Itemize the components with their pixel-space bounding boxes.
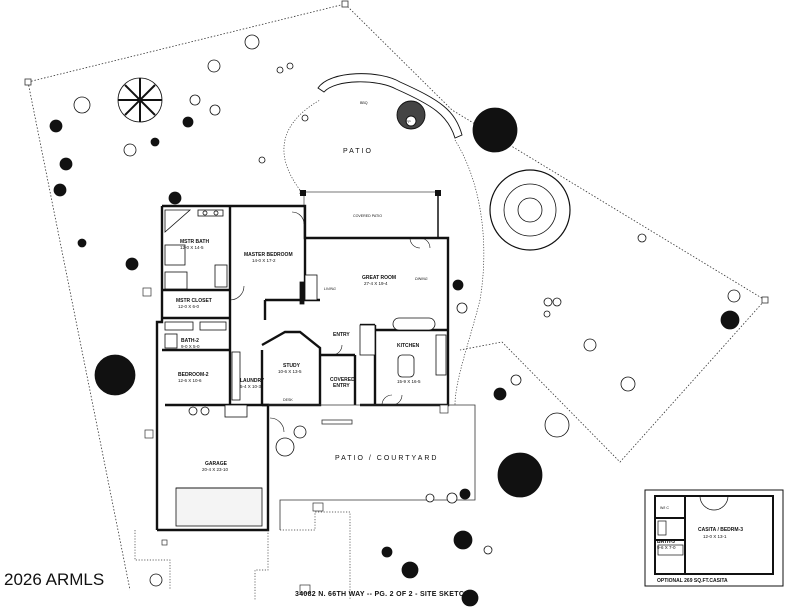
tree-leafy-2 [544, 412, 570, 438]
room-labels: MSTR BATH 12-0 X 14-5 MASTER BEDROOM 14-… [176, 239, 428, 472]
master-bath-label: MSTR BATH [180, 239, 209, 245]
wic-label: W/I C [660, 506, 669, 510]
casita-label: CASITA / BEDRM-3 [698, 527, 743, 533]
fixtures [164, 209, 447, 527]
garage-dim: 20-4 X 23-10 [202, 467, 229, 472]
study-label: STUDY [283, 363, 301, 369]
copyright-watermark: 2026 ARMLS [4, 570, 105, 589]
laundry-label: LAUNDRY [240, 378, 265, 384]
master-closet-dim: 12-0 X 6-0 [178, 304, 200, 309]
sketch-title: 34082 N. 66TH WAY -- PG. 2 OF 2 - SITE S… [295, 591, 470, 598]
covered-patio [300, 190, 441, 239]
bedroom2-label: BEDROOM-2 [178, 372, 209, 378]
doors [229, 211, 431, 433]
tree-dark-2 [472, 107, 518, 153]
courtyard [268, 404, 476, 530]
casita-inset [644, 489, 784, 587]
master-closet-label: MSTR CLOSET [176, 298, 212, 304]
casita-caption: OPTIONAL 269 SQ.FT.CASITA [657, 578, 728, 584]
covered-entry-label-2: ENTRY [333, 383, 350, 389]
bbq-wall [317, 73, 463, 139]
entry-label: ENTRY [333, 332, 350, 338]
kitchen-label: KITCHEN [397, 343, 420, 349]
courtyard-label: PATIO / COURTYARD [335, 455, 439, 462]
casita-dim: 12-0 X 13-1 [703, 534, 727, 539]
tree-large-1 [117, 77, 163, 123]
walkways [134, 511, 351, 600]
garage-label: GARAGE [205, 461, 228, 467]
tree-leafy-1 [489, 169, 571, 251]
fireplace-label: FP [406, 120, 411, 124]
landscaping [49, 34, 741, 607]
great-room-dim: 27-4 X 19-4 [364, 281, 388, 286]
master-bedroom-label: MASTER BEDROOM [244, 252, 293, 258]
laundry-dim: 5-4 X 10-3 [240, 384, 262, 389]
bath3-dim: 9-6 X 7-0 [657, 545, 676, 550]
patio-edge [283, 99, 485, 406]
bath3-label: BATH-3 [657, 539, 675, 545]
kitchen-dim: 15-9 X 16-5 [397, 379, 421, 384]
master-bedroom-dim: 14-0 X 17-2 [252, 258, 276, 263]
master-bath-dim: 12-0 X 14-5 [180, 245, 204, 250]
desk-label: DESK [283, 398, 293, 402]
living-label: LIVING [324, 287, 336, 291]
bbq-label: BBQ [360, 101, 368, 105]
property-boundary [27, 3, 766, 591]
boundary-markers [24, 0, 769, 304]
bedroom2-dim: 12-6 X 10-6 [178, 378, 202, 383]
tree-dark-3 [497, 452, 543, 498]
bath2-dim: 9-0 X 5-0 [181, 344, 200, 349]
small-squares [142, 287, 449, 594]
covered-entry-label-1: COVERED [330, 377, 355, 383]
tree-dark-1 [94, 354, 136, 396]
great-room-label: GREAT ROOM [362, 275, 396, 281]
bath2-label: BATH-2 [181, 338, 199, 344]
patio-label: PATIO [343, 148, 373, 155]
covered-patio-label: COVERED PATIO [353, 214, 382, 218]
dining-label: DINING [415, 277, 428, 281]
study-dim: 10-6 X 13-5 [278, 369, 302, 374]
